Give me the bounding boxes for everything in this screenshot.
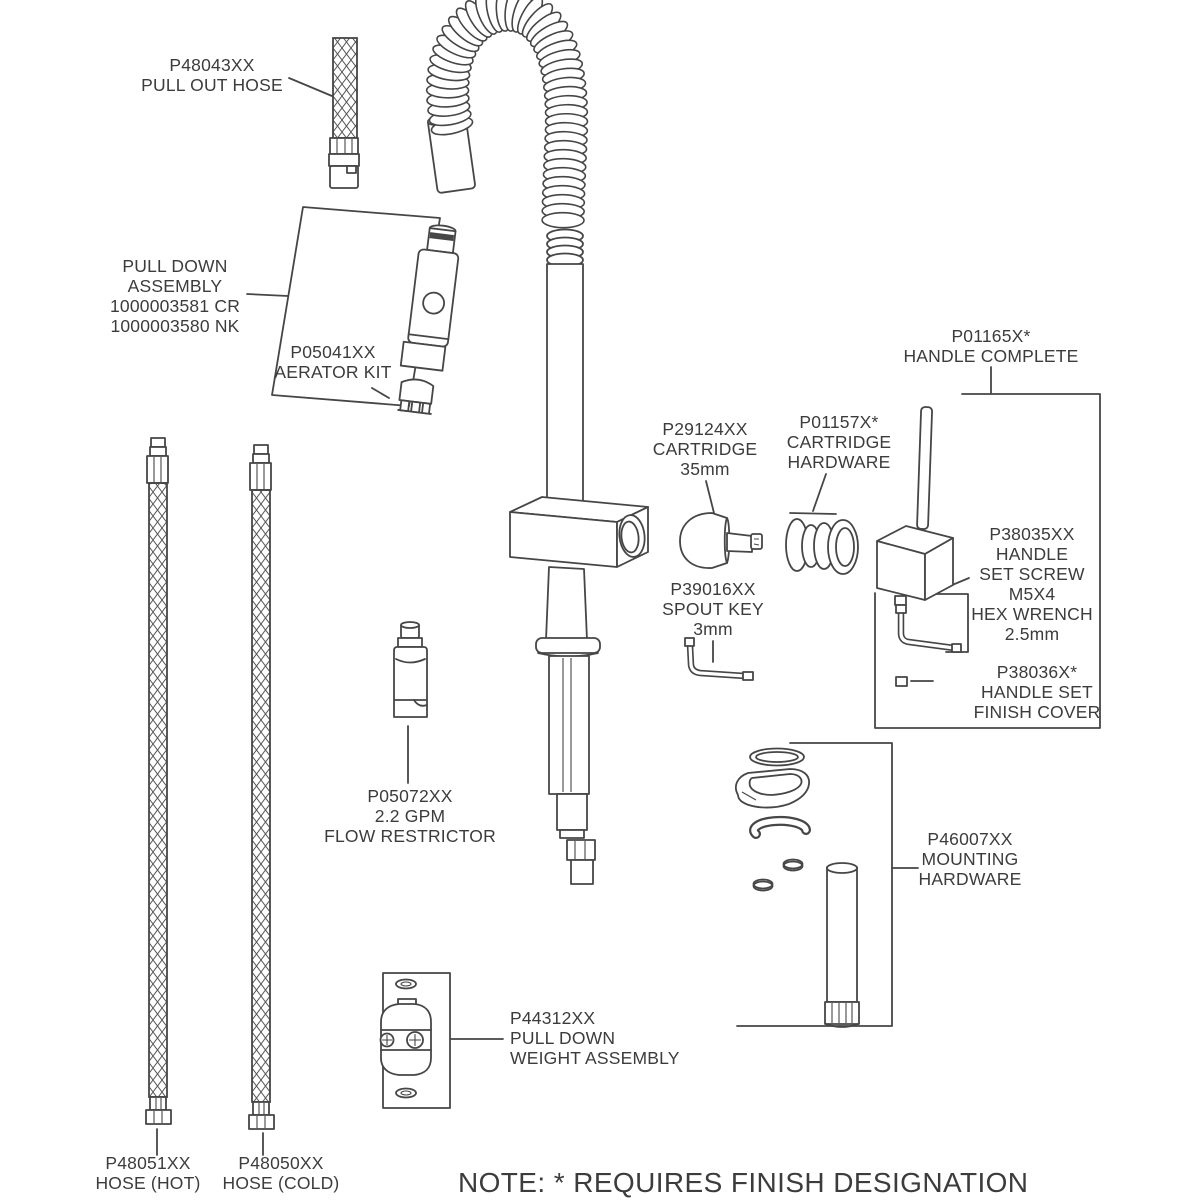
sprayer-head-drawing [399, 224, 460, 372]
label-handle-complete: P01165X* HANDLE COMPLETE [903, 326, 1079, 366]
label-spout-key: P39016XX SPOUT KEY 3mm [662, 579, 764, 639]
mounting-hardware-box [736, 742, 893, 1027]
spout-key-drawing [684, 637, 754, 681]
label-handle-finish-cover: P38036X* HANDLE SET FINISH COVER [973, 662, 1101, 722]
label-cartridge-hardware: P01157X* CARTRIDGE HARDWARE [786, 412, 892, 472]
label-flow-restrictor: P05072XX 2.2 GPM FLOW RESTRICTOR [324, 786, 496, 846]
cartridge-hardware-drawing [785, 518, 859, 575]
label-hose-cold: P48050XX HOSE (COLD) [222, 1153, 340, 1193]
handle-complete-box [874, 393, 1101, 729]
label-hose-hot: P48051XX HOSE (HOT) [95, 1153, 201, 1193]
handle-drawing [876, 406, 954, 601]
supply-hose-cold-drawing [248, 444, 275, 1130]
leader-lines [156, 77, 992, 1156]
label-handle-set-screw: P38035XX HANDLE SET SCREW M5X4 HEX WRENC… [971, 524, 1093, 644]
weight-drawing [379, 978, 432, 1099]
hex-wrench-drawing [895, 604, 962, 653]
finish-cover-drawing [895, 676, 908, 687]
coil-hose-drawing [425, 0, 589, 505]
label-pull-out-hose: P48043XX PULL OUT HOSE [141, 55, 283, 95]
aerator-tip-drawing [397, 378, 435, 415]
cartridge-drawing [679, 512, 763, 569]
finish-designation-note: NOTE: * REQUIRES FINISH DESIGNATION [458, 1167, 1029, 1198]
faucet-body-drawing [509, 496, 649, 885]
label-mounting-hardware: P46007XX MOUNTING HARDWARE [918, 829, 1022, 889]
label-weight-assembly: P44312XX PULL DOWN WEIGHT ASSEMBLY [510, 1008, 680, 1068]
label-aerator-kit: P05041XX AERATOR KIT [274, 342, 392, 382]
flow-restrictor-drawing [393, 621, 428, 718]
supply-hose-hot-drawing [145, 437, 172, 1125]
pull-out-hose-drawing [328, 37, 360, 189]
label-pull-down-assembly: PULL DOWN ASSEMBLY 1000003581 CR 1000003… [109, 256, 241, 336]
set-screw-drawing [894, 595, 907, 606]
label-cartridge: P29124XX CARTRIDGE 35mm [652, 419, 758, 479]
mounting-hardware-drawing [735, 747, 860, 1028]
